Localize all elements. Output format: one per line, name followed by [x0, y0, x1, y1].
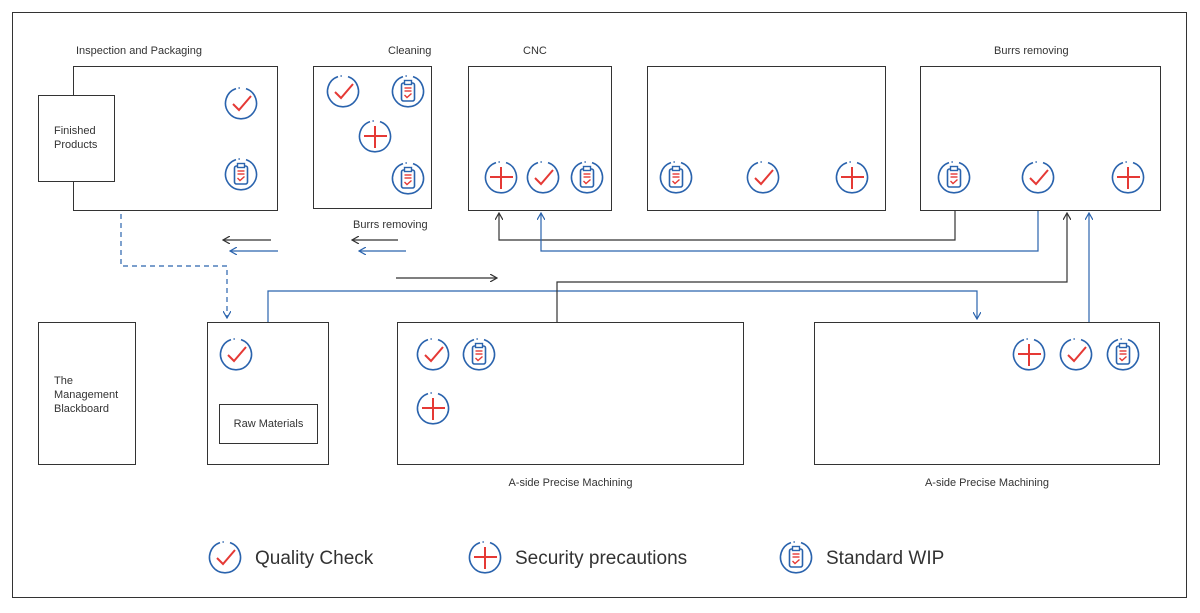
quality-check-icon [208, 541, 242, 574]
quality-check-icon [1021, 161, 1055, 194]
raw-materials-label: Raw Materials [233, 418, 304, 430]
standard-wip-icon [224, 158, 258, 191]
standard-wip-icon [391, 75, 425, 108]
standard-wip-icon [462, 338, 496, 371]
finished-products-label: Finished Products [54, 125, 98, 151]
security-precautions-icon [1111, 161, 1145, 194]
security-precautions-icon [416, 392, 450, 425]
standard-wip-icon [659, 161, 693, 194]
security-precautions-icon [484, 161, 518, 194]
label-cnc: CNC [523, 45, 547, 57]
label-burrs-removing-mid: Burrs removing [353, 219, 428, 231]
quality-check-icon [219, 338, 253, 371]
security-precautions-icon [1012, 338, 1046, 371]
legend-quality-label: Quality Check [255, 548, 374, 569]
quality-check-icon [224, 87, 258, 120]
station-aside-left [397, 322, 744, 465]
management-blackboard-label: The Management Blackboard [54, 375, 119, 415]
label-cleaning: Cleaning [388, 45, 432, 57]
standard-wip-icon [570, 161, 604, 194]
quality-check-icon [416, 338, 450, 371]
quality-check-icon [746, 161, 780, 194]
standard-wip-icon [391, 162, 425, 195]
finished-products-box: Finished Products [38, 95, 115, 182]
management-blackboard-box [38, 322, 136, 465]
security-precautions-icon [835, 161, 869, 194]
label-burrs-removing-top: Burrs removing [994, 45, 1069, 57]
standard-wip-icon [1106, 338, 1140, 371]
station-aside-right [814, 322, 1160, 465]
quality-check-icon [1059, 338, 1093, 371]
station-cleaning [313, 66, 432, 209]
label-inspection-packaging: Inspection and Packaging [76, 45, 202, 57]
security-precautions-icon [468, 541, 502, 574]
quality-check-icon [326, 75, 360, 108]
legend-security-label: Security precautions [515, 548, 688, 569]
label-aside-left: A-side Precise Machining [508, 477, 633, 489]
station-unlabeled [647, 66, 886, 211]
security-precautions-icon [358, 120, 392, 153]
standard-wip-icon [937, 161, 971, 194]
standard-wip-icon [779, 541, 813, 574]
legend-wip-label: Standard WIP [826, 548, 945, 569]
raw-materials-box: Raw Materials [219, 404, 318, 444]
quality-check-icon [526, 161, 560, 194]
diagram-frame [12, 12, 1187, 598]
label-aside-right: A-side Precise Machining [924, 477, 1050, 489]
